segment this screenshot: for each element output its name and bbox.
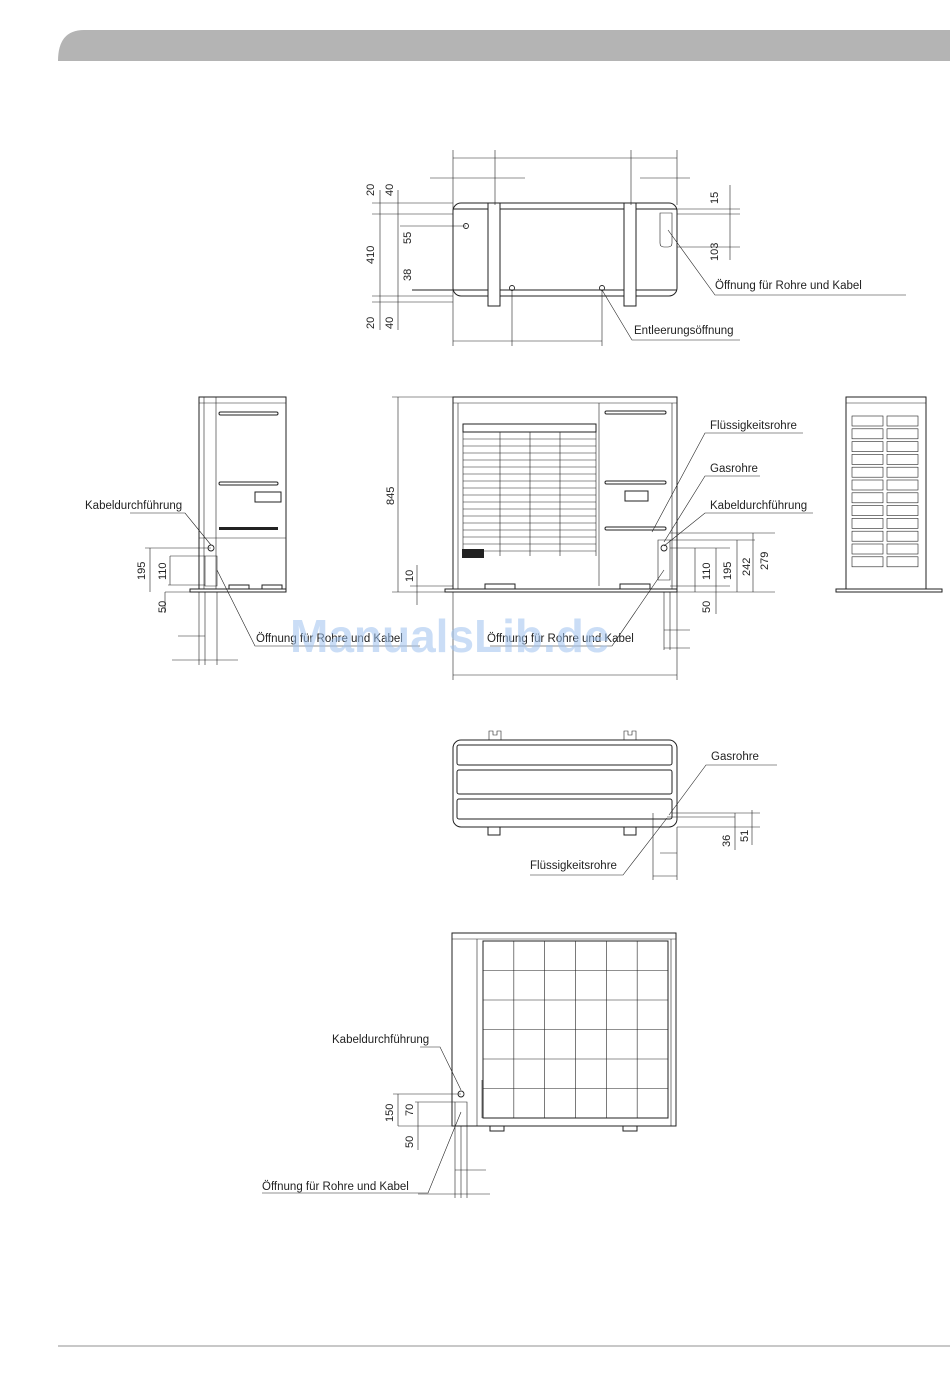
rear-label-opening: Öffnung für Rohre und Kabel [262,1181,409,1193]
front-label-liquid: Flüssigkeitsrohre [710,420,797,432]
side-view-left [130,396,420,665]
bottom-dim-36: 36 [721,835,733,847]
front-view [392,396,813,680]
top-dim-40b: 40 [384,317,396,329]
rear-label-cable: Kabeldurchführung [332,1034,429,1046]
top-dim-38: 38 [402,269,414,281]
front-label-opening: Öffnung für Rohre und Kabel [487,633,634,645]
front-label-gas: Gasrohre [710,463,758,475]
top-dim-103: 103 [709,243,721,261]
front-dim-50: 50 [701,601,713,613]
side-dim-50: 50 [157,601,169,613]
rear-view [262,932,677,1198]
rear-coil-guard-grid [483,941,668,1118]
bottom-label-gas: Gasrohre [711,751,759,763]
top-dim-55: 55 [402,232,414,244]
side-dim-195: 195 [136,562,148,580]
top-dim-20b: 20 [365,317,377,329]
side-louver-panel [851,415,919,568]
header-bar [58,30,950,61]
front-dim-195: 195 [722,562,734,580]
front-fan-grille [462,431,597,556]
front-dim-110: 110 [701,562,713,580]
front-dim-242: 242 [741,558,753,576]
top-dim-40a: 40 [384,184,396,196]
top-dim-410: 410 [365,246,377,264]
side-dim-110: 110 [157,562,169,580]
bottom-label-liquid: Flüssigkeitsrohre [530,860,617,872]
top-dim-20a: 20 [365,184,377,196]
top-label-opening: Öffnung für Rohre und Kabel [715,280,862,292]
watermark: ManualsLib.de [290,610,609,662]
side-label-cable: Kabeldurchführung [85,500,182,512]
side-label-opening: Öffnung für Rohre und Kabel [256,633,403,645]
rear-dim-70: 70 [404,1104,416,1116]
side-view-right [835,396,943,593]
bottom-dim-51: 51 [739,830,751,842]
top-dim-15: 15 [709,192,721,204]
rear-dim-50: 50 [404,1136,416,1148]
rear-dim-150: 150 [384,1104,396,1122]
top-label-drain: Entleerungsöffnung [634,325,734,337]
front-dim-279: 279 [759,552,771,570]
top-view [372,150,906,346]
front-dim-845: 845 [385,487,397,505]
front-dim-10: 10 [404,570,416,582]
bottom-view [452,730,777,880]
front-label-cable: Kabeldurchführung [710,500,807,512]
